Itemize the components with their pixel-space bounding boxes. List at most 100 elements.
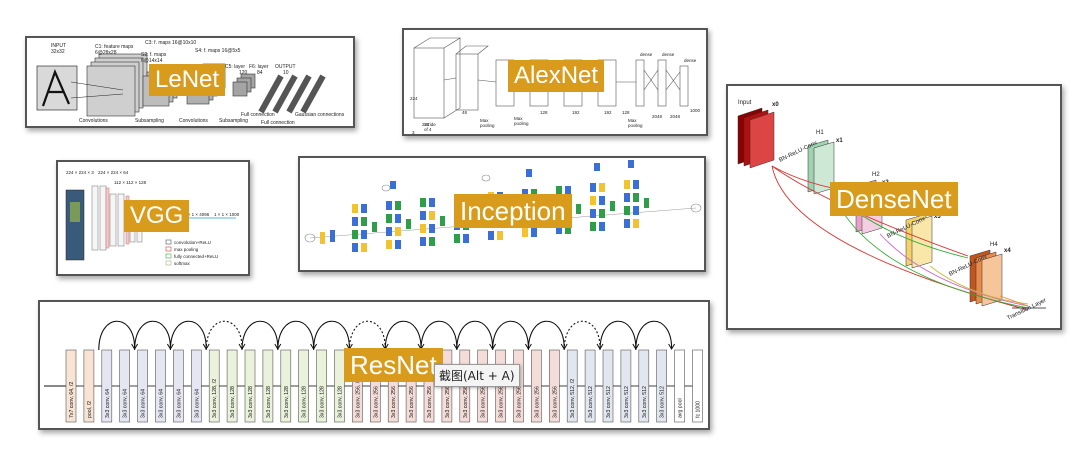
inception-block: [420, 198, 426, 207]
inception-block: [361, 217, 367, 226]
inception-block: [590, 222, 596, 231]
lenet-label: S4: f. maps 16@5x5: [195, 48, 241, 54]
svg-text:1000: 1000: [690, 108, 701, 113]
inception-block: [556, 186, 562, 195]
svg-text:H2: H2: [872, 172, 880, 178]
inception-block: [590, 183, 596, 192]
resnet-layer-label: 3x3 conv, 64: [141, 389, 147, 418]
resnet-skip-connection: [205, 320, 243, 351]
svg-text:softmax: softmax: [174, 261, 191, 266]
inception-block: [420, 211, 426, 220]
resnet-skip-connection: [456, 320, 494, 351]
lenet-label: C5: layer: [225, 64, 245, 70]
svg-text:3: 3: [412, 130, 415, 135]
resnet-skip-connection: [599, 320, 637, 351]
lenet-card: INPUT 32x32 C1: feature maps 6@28x28 C3:…: [25, 36, 355, 128]
inception-block: [531, 189, 537, 198]
inception-block: [624, 206, 630, 215]
lenet-label: S2: f. maps: [141, 52, 167, 58]
svg-text:fully connected+ReLU: fully connected+ReLU: [174, 254, 218, 259]
resnet-layer-label: 3x3 conv, 256: [409, 386, 415, 418]
inception-block: [386, 214, 392, 223]
inception-block: [599, 222, 605, 231]
lenet-label: C3: f. maps 16@10x10: [145, 40, 196, 46]
inception-block: [361, 204, 367, 213]
lenet-label: 84: [257, 70, 263, 76]
svg-text:x1: x1: [836, 138, 843, 144]
svg-text:Max: Max: [628, 118, 637, 123]
resnet-layer-label: avg pool: [678, 398, 684, 418]
inception-block: [624, 193, 630, 202]
svg-text:Max: Max: [514, 116, 523, 121]
inception-block: [531, 228, 537, 237]
resnet-skip-connection: [635, 320, 673, 351]
resnet-skip-connection: [563, 320, 601, 351]
resnet-layer-label: 3x3 conv, 256: [463, 386, 469, 418]
lenet-label: C1: feature maps: [95, 44, 134, 50]
inception-block: [429, 198, 435, 207]
svg-text:pooling: pooling: [628, 123, 643, 128]
lenet-label: Subsampling: [135, 118, 164, 124]
svg-text:dense: dense: [684, 58, 697, 63]
inception-block: [522, 189, 528, 198]
lenet-label: 6@28x28: [95, 50, 117, 56]
inception-block: [395, 227, 401, 236]
svg-text:convolution+ReLU: convolution+ReLU: [174, 240, 211, 245]
inception-block: [599, 196, 605, 205]
inception-block: [352, 230, 358, 239]
resnet-layer-label: 3x3 conv, 128: [266, 386, 272, 418]
inception-block: [429, 224, 435, 233]
resnet-layer-label: 3x3 conv, 512: [660, 386, 666, 418]
resnet-layer-label: 3x3 conv, 128: [230, 386, 236, 418]
svg-text:128: 128: [540, 110, 548, 115]
inception-block: [361, 230, 367, 239]
resnet-skip-connection: [277, 320, 315, 351]
lenet-label: 32x32: [51, 49, 65, 55]
inception-block: [386, 227, 392, 236]
inception-block: [556, 225, 562, 234]
resnet-layer: [692, 349, 703, 423]
resnet-skip-connection: [492, 320, 529, 351]
svg-text:pooling: pooling: [514, 121, 529, 126]
screenshot-tooltip: 截图(Alt + A): [434, 364, 520, 387]
lenet-label: Gaussian connections: [295, 112, 345, 118]
inception-block: [565, 225, 571, 234]
inception-block: [352, 204, 358, 213]
inception-block: [395, 214, 401, 223]
inception-block: [386, 240, 392, 249]
lenet-label: Subsampling: [219, 118, 248, 124]
resnet-layer-label: 3x3 conv, 64: [105, 389, 111, 418]
inception-block: [395, 240, 401, 249]
resnet-layer-label: fc 1000: [696, 401, 702, 418]
svg-text:224: 224: [410, 96, 418, 101]
lenet-label: 10: [283, 70, 289, 76]
svg-text:224: 224: [422, 122, 430, 127]
resnet-layer-label: 3x3 conv, 256: [534, 386, 540, 418]
inception-block: [624, 219, 630, 228]
resnet-layer-label: 3x3 conv, 256: [373, 386, 379, 418]
inception-card: Inception: [298, 156, 706, 272]
inception-block: [420, 224, 426, 233]
inception-tag: Inception: [454, 194, 572, 228]
inception-block: [633, 219, 639, 228]
resnet-layer-label: 3x3 conv, 256: [427, 386, 433, 418]
inception-block: [352, 217, 358, 226]
lenet-label: Convolutions: [179, 118, 208, 124]
lenet-label: Full connection: [241, 112, 275, 118]
resnet-layer-label: 3x3 conv, 256: [391, 386, 397, 418]
inception-block: [624, 180, 630, 189]
lenet-tag: LeNet: [149, 64, 226, 96]
svg-text:x3: x3: [934, 214, 941, 220]
inception-block: [429, 237, 435, 246]
svg-text:1 × 1 × 4096: 1 × 1 × 4096: [184, 212, 210, 217]
svg-text:1 × 1 × 1000: 1 × 1 × 1000: [214, 212, 240, 217]
vgg-tag: VGG: [124, 200, 190, 232]
svg-text:x0: x0: [772, 102, 779, 108]
resnet-layer-label: 3x3 conv, 64: [176, 389, 182, 418]
svg-text:224 × 224 × 64: 224 × 224 × 64: [98, 170, 129, 175]
resnet-layer-label: 3x3 conv, 64: [159, 389, 165, 418]
lenet-label: Convolutions: [79, 118, 108, 124]
resnet-skip-connection: [241, 320, 279, 351]
inception-block: [599, 183, 605, 192]
